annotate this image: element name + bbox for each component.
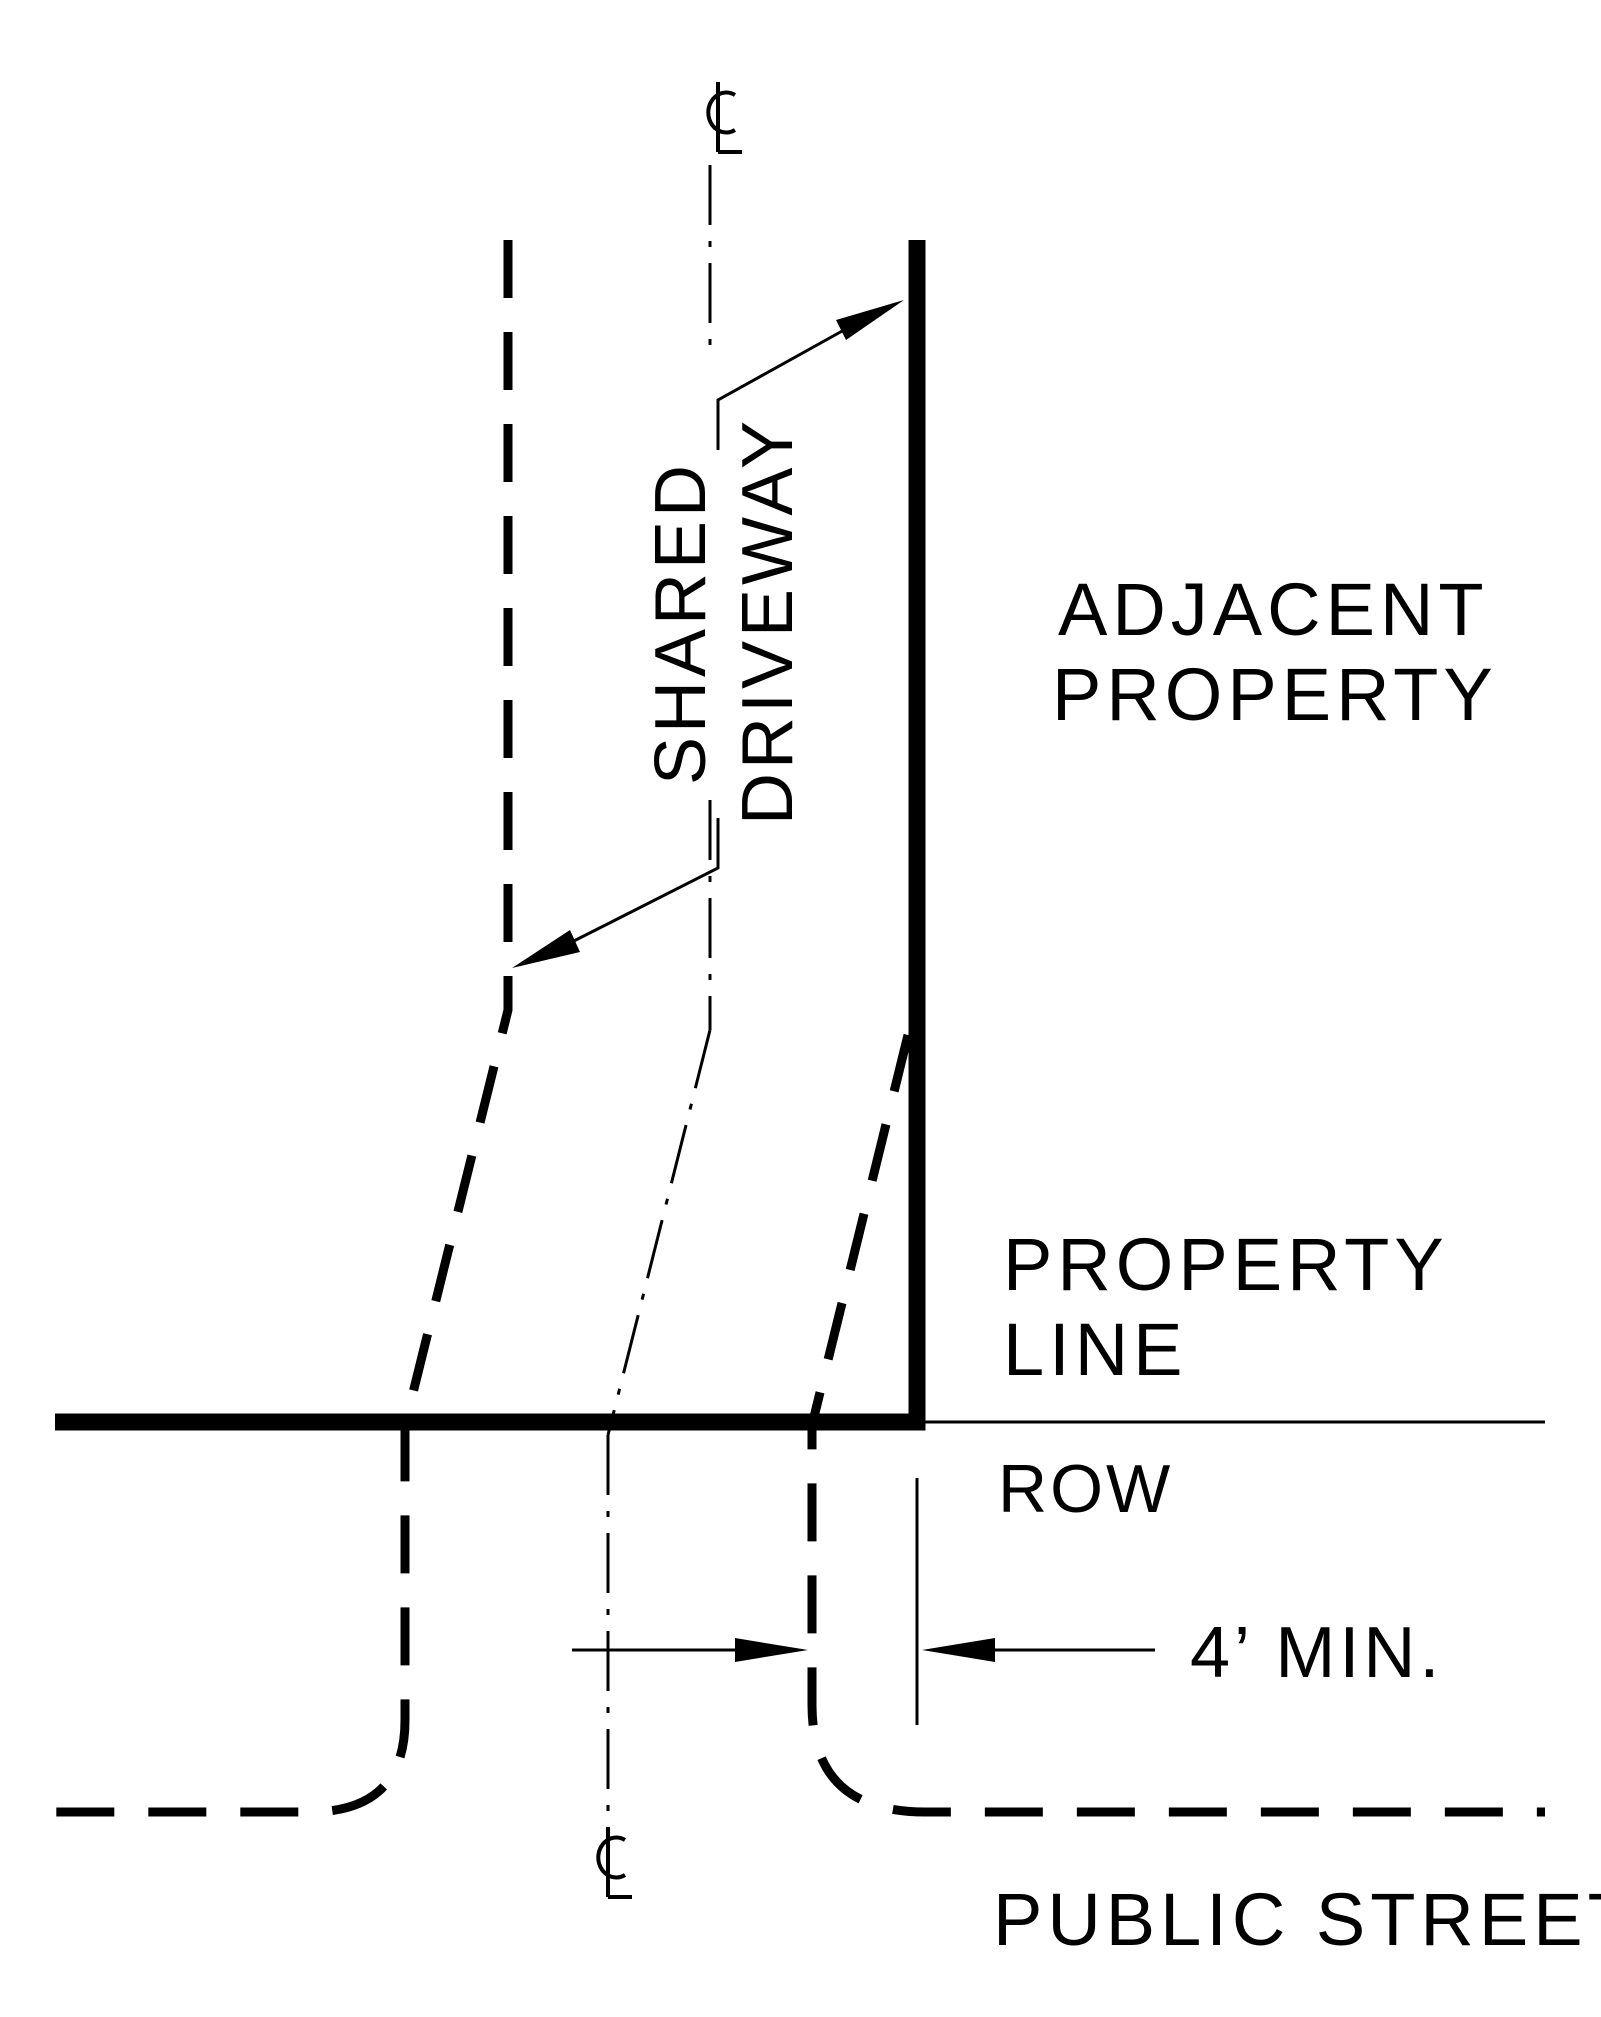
property-line-label-line2: LINE xyxy=(1003,1308,1188,1391)
arrowhead-dimension-left xyxy=(735,1638,808,1662)
setback-label: 4’ MIN. xyxy=(1190,1613,1443,1693)
arrowhead-property-line xyxy=(836,300,904,340)
centerline-symbol-top xyxy=(706,82,742,154)
public-street-label: PUBLIC STREET xyxy=(993,1878,1601,1961)
arrowhead-driveway-edge xyxy=(512,930,580,968)
shared-driveway-label-line1: SHARED xyxy=(641,461,721,785)
centerline-symbol-bottom xyxy=(596,1827,632,1899)
leader-upper xyxy=(716,308,881,450)
property-line-label-line1: PROPERTY xyxy=(1003,1223,1449,1306)
driveway-left-edge xyxy=(55,240,513,1817)
driveway-right-edge xyxy=(807,1033,1545,1817)
row-label: ROW xyxy=(998,1451,1173,1527)
arrowhead-dimension-right xyxy=(922,1638,995,1662)
shared-driveway-label-line2: DRIVEWAY xyxy=(728,417,808,825)
adjacent-property-label-line2: PROPERTY xyxy=(1052,653,1498,736)
adjacent-property-label-line1: ADJACENT xyxy=(1058,568,1489,651)
centerline-upper xyxy=(606,165,712,1436)
leader-lower xyxy=(559,818,720,950)
